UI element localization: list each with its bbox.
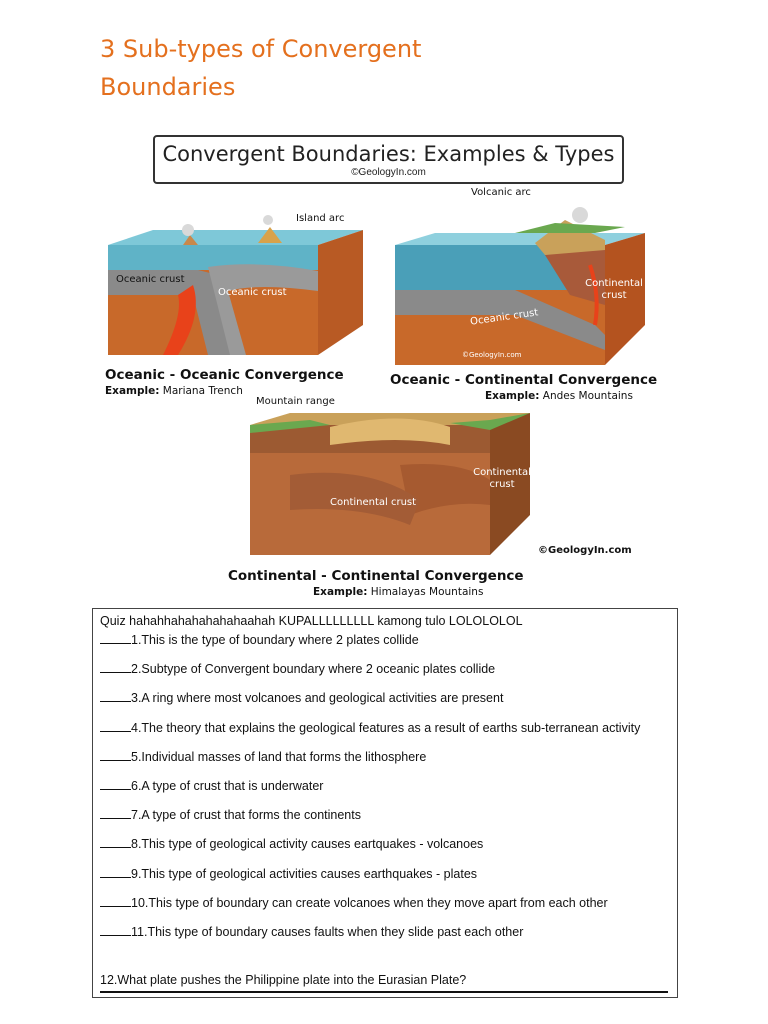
question-text: 7.A type of crust that forms the contine… (131, 808, 361, 823)
answer-blank[interactable] (100, 720, 131, 732)
example-label: Example: (105, 385, 160, 397)
oceanic-continental-caption: Oceanic - Continental Convergence (390, 372, 658, 388)
figure-credit: ©GeologyIn.com (351, 167, 426, 178)
example-label: Example: (313, 586, 368, 598)
quiz-question: 8.This type of geological activity cause… (100, 836, 483, 851)
continental-continental-example: Example: Himalayas Mountains (313, 586, 483, 598)
continental-crust-right-text: Continental crust (473, 467, 531, 490)
continental-continental-illustration (250, 413, 530, 555)
quiz-question: 9.This type of geological activities cau… (100, 866, 477, 881)
page-heading-line-2: Boundaries (100, 73, 236, 101)
oceanic-continental-example: Example: Andes Mountains (485, 390, 633, 402)
quiz-title: Quiz hahahhahahahahahaahah KUPALLLLLLLLL… (100, 614, 523, 628)
quiz-question: 3.A ring where most volcanoes and geolog… (100, 690, 503, 705)
oceanic-oceanic-caption: Oceanic - Oceanic Convergence (105, 367, 344, 383)
quiz-question: 10.This type of boundary can create volc… (100, 895, 608, 910)
convergent-boundaries-figure: Convergent Boundaries: Examples & Types … (105, 135, 658, 598)
panel3-watermark: ©GeologyIn.com (538, 545, 632, 556)
answer-blank[interactable] (100, 924, 131, 936)
answer-blank[interactable] (100, 632, 131, 644)
quiz-question: 2.Subtype of Convergent boundary where 2… (100, 661, 495, 676)
panel2-watermark: ©GeologyIn.com (462, 351, 522, 359)
answer-blank[interactable] (100, 866, 131, 878)
answer-blank[interactable] (100, 778, 131, 790)
page-heading-line-1: 3 Sub-types of Convergent (100, 35, 422, 63)
question-text: 9.This type of geological activities cau… (131, 866, 478, 881)
figure-title: Convergent Boundaries: Examples & Types (162, 142, 615, 166)
example-value: Himalayas Mountains (370, 586, 484, 598)
example-label: Example: (485, 390, 540, 402)
continental-crust-right-label: Continental crust (470, 467, 534, 491)
answer-blank[interactable] (100, 807, 131, 820)
question-text: 3.A ring where most volcanoes and geolog… (131, 691, 504, 706)
quiz-question: 1.This is the type of boundary where 2 p… (100, 632, 419, 647)
oceanic-crust-right-label: Oceanic crust (218, 287, 287, 298)
continental-crust-text: Continental crust (585, 278, 643, 301)
quiz-question: 4.The theory that explains the geologica… (100, 720, 640, 735)
island-arc-label: Island arc (296, 213, 345, 224)
quiz-question: 6.A type of crust that is underwater (100, 778, 323, 793)
continental-continental-caption: Continental - Continental Convergence (228, 568, 524, 584)
answer-blank[interactable] (100, 661, 131, 674)
question-text: 1.This is the type of boundary where 2 p… (131, 633, 419, 647)
quiz-box: Quiz hahahhahahahahahaahah KUPALLLLLLLLL… (92, 608, 678, 998)
quiz-question: 7.A type of crust that forms the contine… (100, 807, 361, 822)
example-value: Andes Mountains (542, 390, 633, 402)
oceanic-continental-illustration (395, 207, 645, 365)
example-value: Mariana Trench (162, 385, 243, 397)
page-heading: 3 Sub-types of Convergent Boundaries (100, 30, 520, 106)
question-text: 11.This type of boundary causes faults w… (131, 925, 524, 939)
question-text: 8.This type of geological activity cause… (131, 837, 484, 852)
answer-line[interactable] (100, 991, 668, 993)
continental-crust-label: Continental crust (584, 278, 644, 302)
question-text: 6.A type of crust that is underwater (131, 779, 324, 793)
answer-blank[interactable] (100, 836, 131, 849)
oceanic-oceanic-illustration (108, 215, 363, 355)
answer-blank[interactable] (100, 690, 131, 703)
question-text: 5.Individual masses of land that forms t… (131, 749, 427, 764)
question-text: 4.The theory that explains the geologica… (131, 720, 641, 735)
continental-crust-center-label: Continental crust (330, 497, 417, 508)
oceanic-crust-left-label: Oceanic crust (116, 274, 185, 285)
oceanic-oceanic-example: Example: Mariana Trench (105, 385, 243, 397)
question-text: 2.Subtype of Convergent boundary where 2… (131, 662, 496, 677)
quiz-question: 11.This type of boundary causes faults w… (100, 924, 523, 939)
figure-title-box: Convergent Boundaries: Examples & Types … (153, 135, 624, 184)
volcanic-arc-label: Volcanic arc (471, 187, 531, 198)
quiz-question-12: 12.What plate pushes the Philippine plat… (100, 973, 467, 987)
answer-blank[interactable] (100, 749, 131, 761)
quiz-question: 5.Individual masses of land that forms t… (100, 749, 426, 764)
mountain-range-label: Mountain range (256, 396, 335, 407)
question-text: 10.This type of boundary can create volc… (131, 895, 608, 910)
answer-blank[interactable] (100, 895, 131, 907)
